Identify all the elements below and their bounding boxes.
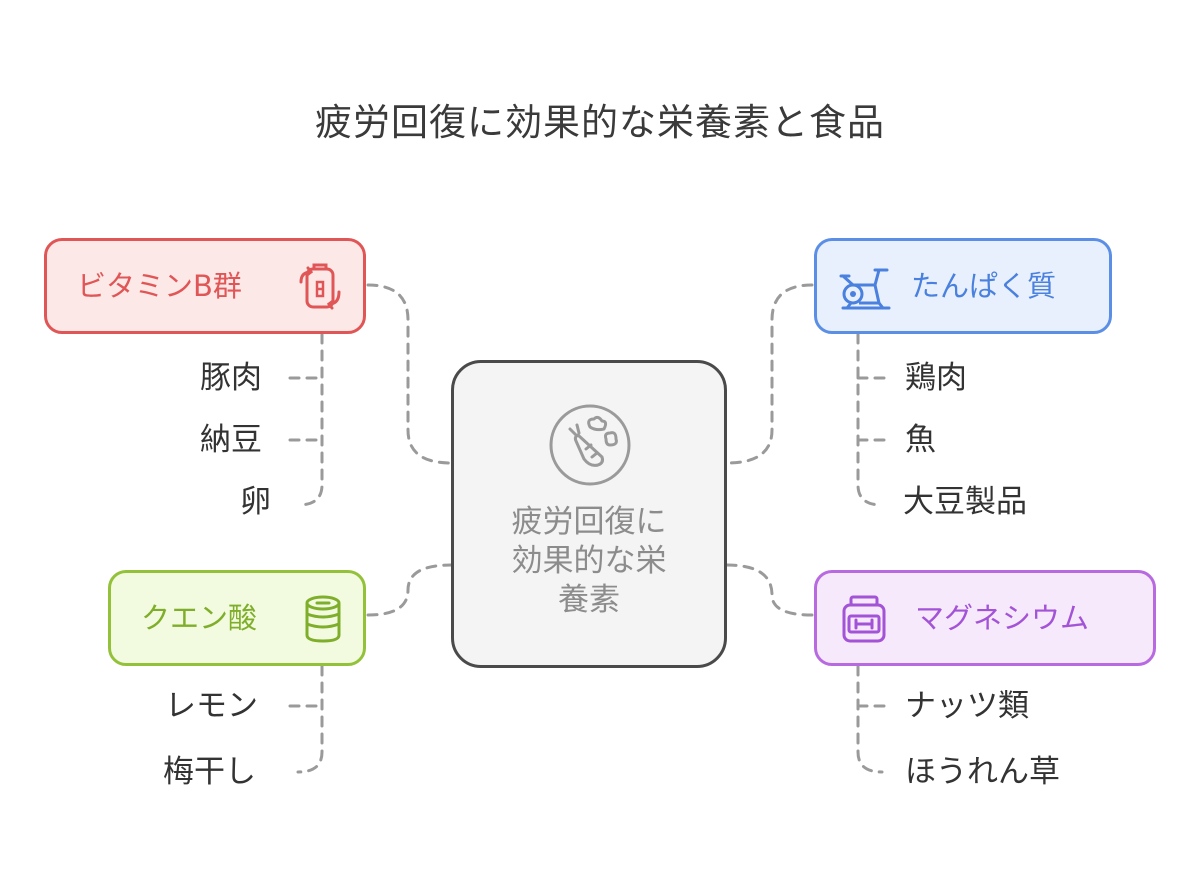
- central-node: 疲労回復に 効果的な栄 養素: [451, 360, 727, 668]
- exercise-bike-icon: [839, 262, 893, 319]
- carrot-plate-icon: [546, 401, 634, 493]
- topic-magnesium: マグネシウム: [814, 570, 1156, 666]
- food-nuts: ナッツ類: [905, 688, 1029, 724]
- branch-magnesium: [856, 664, 884, 774]
- topic-protein: たんぱく質: [814, 238, 1112, 334]
- topic-magnesium-label: マグネシウム: [915, 601, 1090, 635]
- topic-citric-acid-label: クエン酸: [141, 601, 258, 635]
- branch-protein: [856, 332, 884, 507]
- branch-vitamin-b: [296, 332, 324, 507]
- food-spinach: ほうれん草: [905, 754, 1060, 790]
- food-soy-products: 大豆製品: [903, 484, 1027, 520]
- diagram-title: 疲労回復に効果的な栄養素と食品: [315, 101, 885, 144]
- connector-vitamin-b: [366, 283, 453, 465]
- branch-citric-acid: [296, 664, 324, 774]
- food-fish: 魚: [905, 422, 936, 458]
- food-umeboshi: 梅干し: [163, 754, 256, 790]
- topic-protein-label: たんぱく質: [911, 269, 1057, 303]
- food-lemon: レモン: [165, 688, 258, 724]
- recycle-bottle-icon: [297, 262, 343, 319]
- connector-citric-acid: [366, 563, 453, 617]
- topic-citric-acid: クエン酸: [108, 570, 366, 666]
- canister-icon: [301, 594, 345, 651]
- food-pork: 豚肉: [200, 360, 262, 396]
- food-egg: 卵: [240, 484, 271, 520]
- topic-vitamin-b: ビタミンB群: [44, 238, 366, 334]
- supplement-jar-icon: [839, 594, 889, 651]
- connector-protein: [725, 283, 814, 465]
- food-chicken: 鶏肉: [905, 360, 967, 396]
- topic-vitamin-b-label: ビタミンB群: [77, 269, 242, 303]
- food-natto: 納豆: [200, 422, 262, 458]
- central-node-label: 疲労回復に 効果的な栄 養素: [511, 504, 667, 618]
- connector-magnesium: [725, 563, 814, 617]
